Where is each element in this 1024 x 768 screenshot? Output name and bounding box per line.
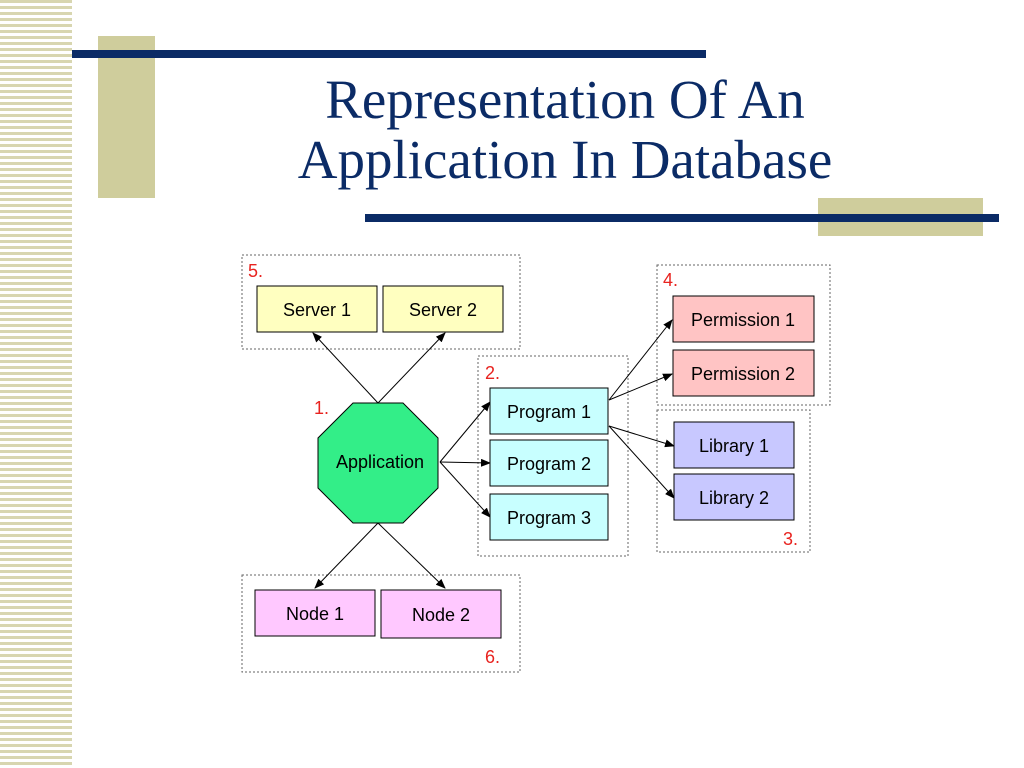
server-1-box [256, 285, 378, 333]
connector-app-node-1 [314, 522, 379, 589]
title-line-1: Representation Of An [325, 69, 805, 130]
accent-bar-bottom [365, 214, 999, 222]
servers-group [241, 254, 521, 350]
library-1-box [673, 421, 795, 469]
program-2-box [489, 439, 609, 487]
title-line-2: Application In Database [297, 129, 833, 190]
programs-group [477, 355, 629, 557]
connector-program-1-permission-2 [608, 373, 673, 401]
accent-bar-top [72, 50, 706, 58]
program-1-box [489, 387, 609, 435]
permission-1-label: Permission 1 [691, 310, 795, 330]
connector-program-1-library-1 [608, 425, 675, 448]
connectors [312, 319, 675, 589]
libraries-group [656, 409, 811, 553]
connector-app-program-2 [439, 458, 491, 467]
server-2-box [382, 285, 504, 333]
connector-app-program-1 [439, 401, 491, 463]
program-2-label: Program 2 [507, 454, 591, 474]
node-2-label: Node 2 [412, 605, 470, 625]
library-1-label: Library 1 [699, 436, 769, 456]
permission-2-box [672, 349, 815, 397]
page-title: Representation Of An Application In Data… [160, 70, 970, 190]
nodes-group-label: 6. [485, 647, 500, 667]
nodes-group [241, 574, 521, 673]
connector-program-1-permission-1 [608, 319, 673, 401]
permissions-group-label: 4. [663, 270, 678, 290]
library-2-label: Library 2 [699, 488, 769, 508]
server-2-label: Server 2 [409, 300, 477, 320]
connector-app-program-3 [439, 461, 491, 518]
node-1-box [254, 589, 376, 637]
program-1-label: Program 1 [507, 402, 591, 422]
permissions-group [656, 264, 831, 406]
connector-app-node-2 [377, 522, 446, 589]
node-1-label: Node 1 [286, 604, 344, 624]
application-node-label: Application [336, 452, 424, 472]
application-node [317, 402, 439, 524]
libraries-group-label: 3. [783, 529, 798, 549]
application-group-label: 1. [314, 398, 329, 418]
left-stripe-decoration [0, 0, 72, 768]
node-2-box [380, 589, 502, 639]
connector-app-server-1 [312, 332, 379, 404]
permission-1-box [672, 295, 815, 343]
programs-group-label: 2. [485, 363, 500, 383]
program-3-box [489, 493, 609, 541]
servers-group-label: 5. [248, 261, 263, 281]
connector-app-server-2 [377, 332, 446, 404]
accent-block-top [98, 36, 155, 198]
library-2-box [673, 473, 795, 521]
program-3-label: Program 3 [507, 508, 591, 528]
permission-2-label: Permission 2 [691, 364, 795, 384]
server-1-label: Server 1 [283, 300, 351, 320]
connector-program-1-library-2 [608, 425, 675, 499]
